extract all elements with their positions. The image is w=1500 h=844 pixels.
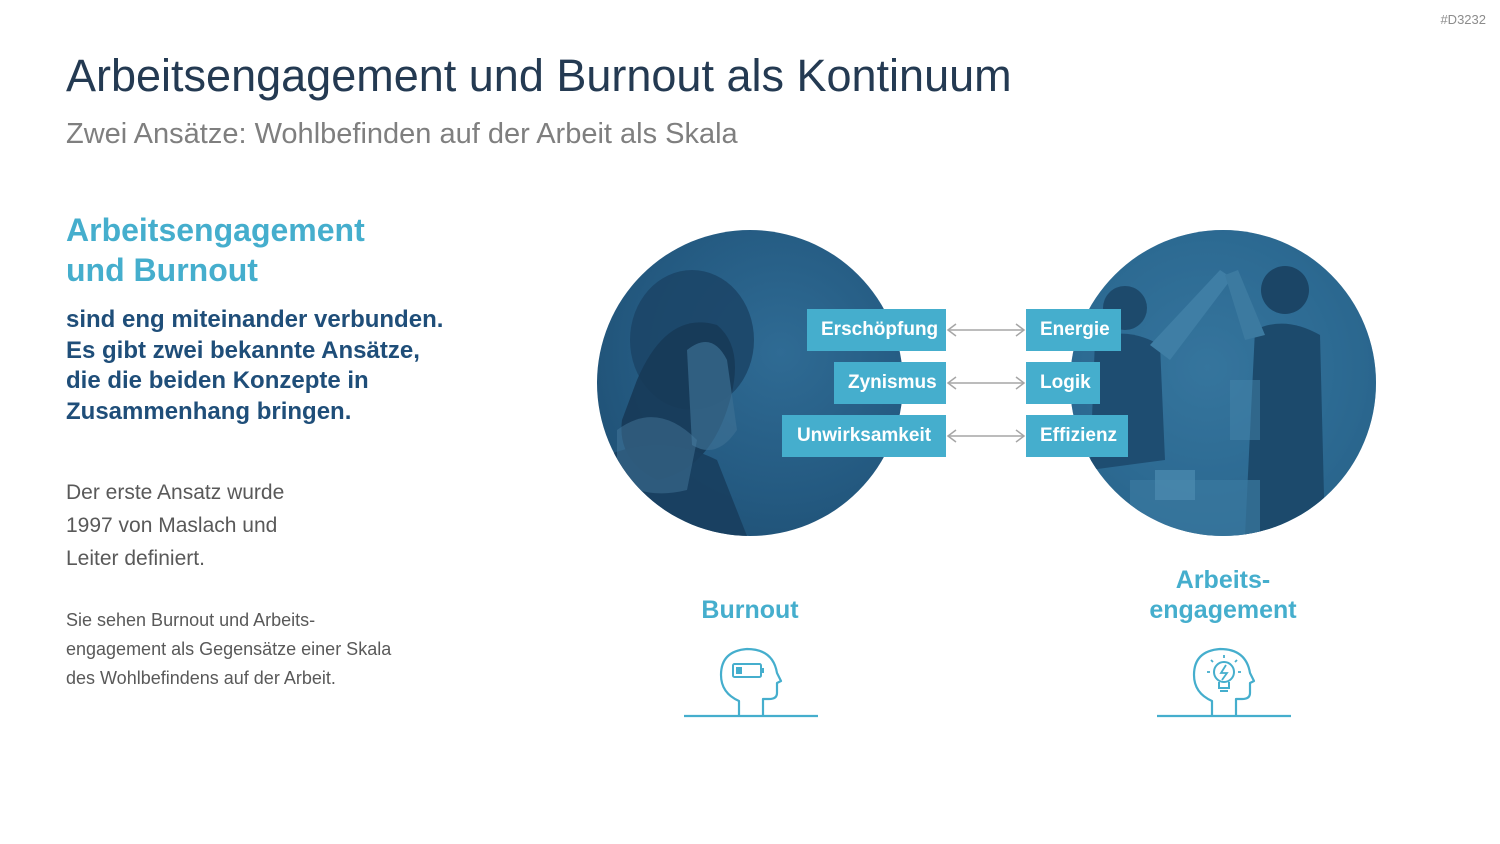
body-line: 1997 von Maslach und xyxy=(66,509,366,542)
heading-line: Arbeitsengagement xyxy=(66,210,486,250)
body-text-scale: Sie sehen Burnout und Arbeits- engagemen… xyxy=(66,606,446,693)
tag-logic: Logik xyxy=(1026,362,1100,404)
label-line: engagement xyxy=(1133,595,1313,625)
tag-exhaustion: Erschöpfung xyxy=(807,309,946,351)
heading-line: und Burnout xyxy=(66,250,486,290)
body-line: Der erste Ansatz wurde xyxy=(66,476,366,509)
double-arrow-icon xyxy=(946,429,1026,443)
double-arrow-icon xyxy=(946,376,1026,390)
tag-efficiency: Effizienz xyxy=(1026,415,1128,457)
tag-cynicism: Zynismus xyxy=(834,362,946,404)
section-heading: Arbeitsengagement und Burnout xyxy=(66,210,486,290)
label-line: Arbeits- xyxy=(1133,565,1313,595)
lead-line: die die beiden Konzepte in xyxy=(66,366,486,397)
high-five-illustration xyxy=(1070,230,1376,536)
label-line: Burnout xyxy=(680,595,820,625)
body-line: engagement als Gegensätze einer Skala xyxy=(66,635,446,664)
page-subtitle: Zwei Ansätze: Wohlbefinden auf der Arbei… xyxy=(66,118,738,151)
head-lightbulb-icon xyxy=(1156,645,1292,719)
page-title: Arbeitsengagement und Burnout als Kontin… xyxy=(66,50,1012,102)
body-line: Sie sehen Burnout und Arbeits- xyxy=(66,606,446,635)
body-line: des Wohlbefindens auf der Arbeit. xyxy=(66,664,446,693)
lead-line: sind eng miteinander verbunden. xyxy=(66,305,486,336)
engagement-photo xyxy=(1070,230,1376,536)
double-arrow-icon xyxy=(946,323,1026,337)
tag-inefficacy: Unwirksamkeit xyxy=(782,415,946,457)
body-line: Leiter definiert. xyxy=(66,542,366,575)
label-engagement: Arbeits- engagement xyxy=(1133,565,1313,625)
label-burnout: Burnout xyxy=(680,595,820,625)
body-text-first-approach: Der erste Ansatz wurde 1997 von Maslach … xyxy=(66,476,366,575)
lead-line: Es gibt zwei bekannte Ansätze, xyxy=(66,336,486,367)
head-low-battery-icon xyxy=(683,645,819,719)
slide-id: #D3232 xyxy=(1440,12,1486,27)
lead-text: sind eng miteinander verbunden. Es gibt … xyxy=(66,305,486,427)
tag-energy: Energie xyxy=(1026,309,1121,351)
lead-line: Zusammenhang bringen. xyxy=(66,397,486,428)
